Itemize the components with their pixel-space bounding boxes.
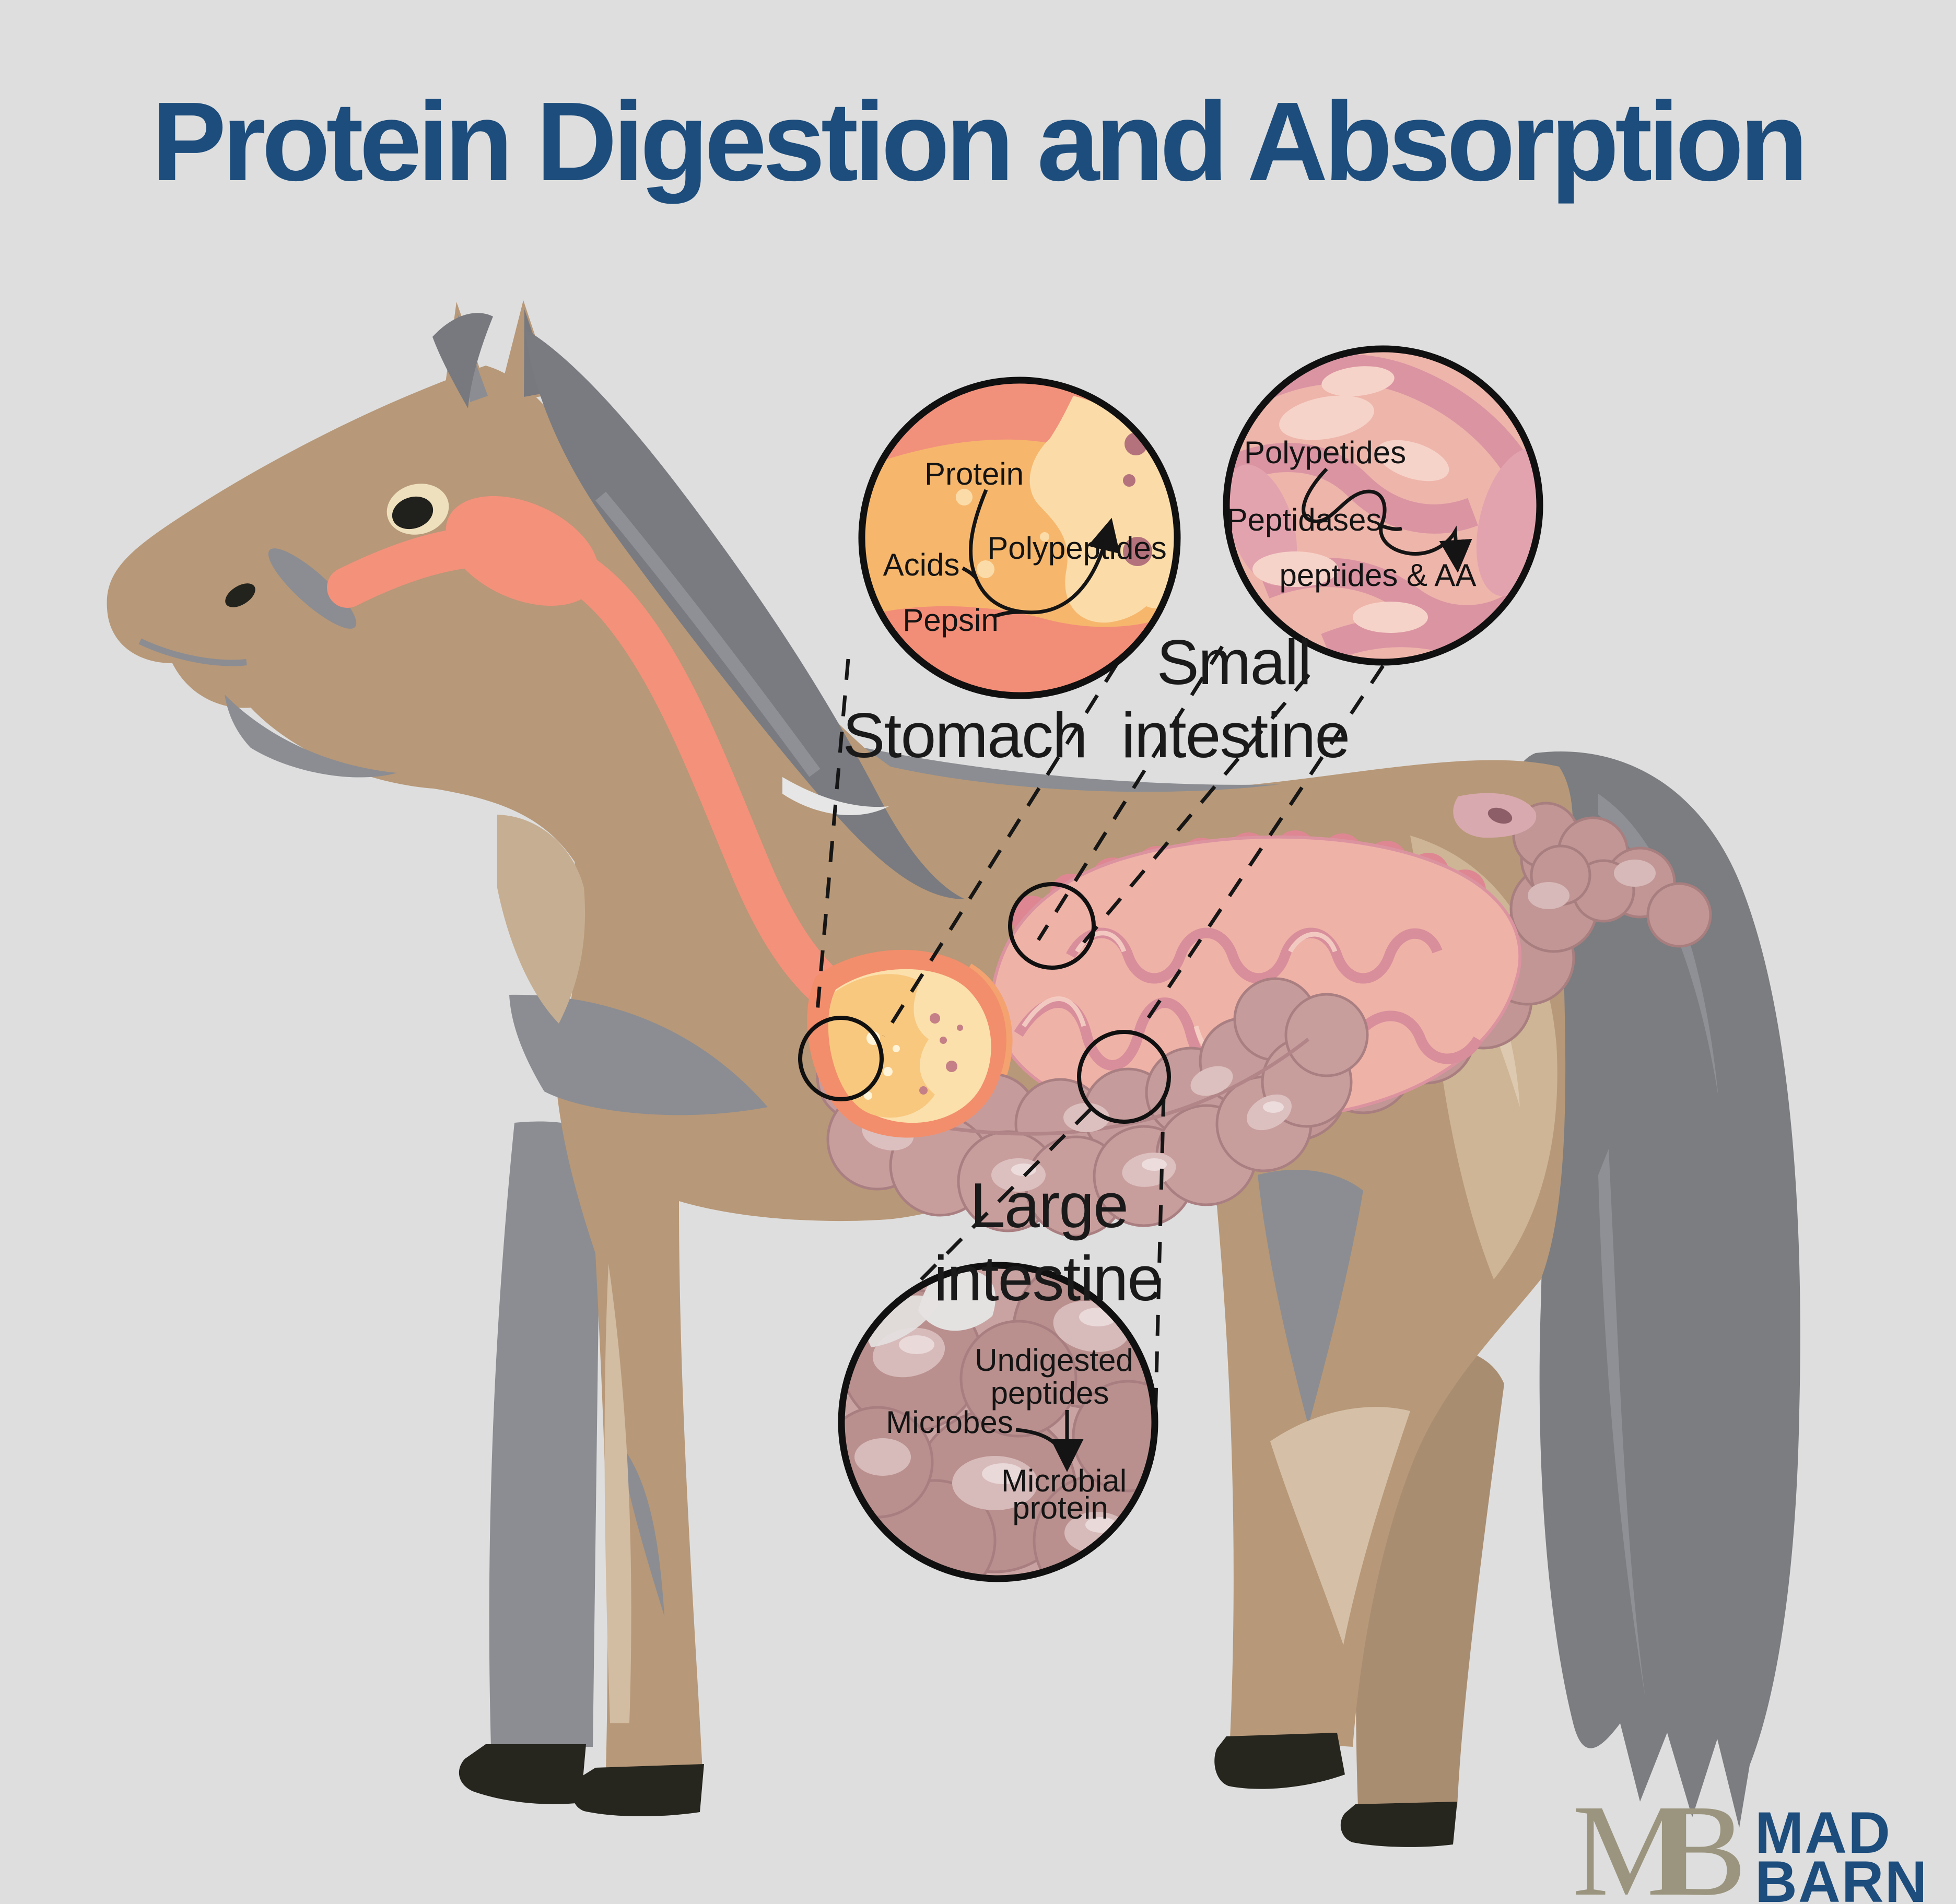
horse-far-front-hoof [459, 1744, 586, 1804]
large-microbial-label-line1: Microbial [1001, 1463, 1127, 1498]
horse-throat-highlight [497, 815, 585, 1024]
small-intestine-ring [1008, 882, 1096, 970]
callout-connectors [798, 645, 1385, 1420]
logo-name-line2: BARN [1755, 1849, 1928, 1904]
stomach-callout: Protein Acids Polypeptides Pepsin [858, 377, 1181, 699]
large-undigested-label-line1: Undigested [975, 1343, 1133, 1378]
horse-far-hind-hoof [1340, 1802, 1457, 1847]
large-intestine-callout-art [841, 1265, 1155, 1579]
horse-front-leg-shadow [619, 1441, 664, 1616]
small-intestine-connector-right [1081, 673, 1310, 946]
large-intestine-callout-outline [838, 1262, 1158, 1582]
large-intestine-ring [1077, 1030, 1171, 1124]
stomach-pepsin-label: Pepsin [903, 603, 998, 638]
large-microbial-label-line2: protein [1012, 1490, 1108, 1525]
horse-hind-leg-shadow [1258, 1170, 1363, 1426]
horse-far-front-leg [489, 1121, 601, 1747]
horse-nose-shadow [268, 548, 357, 629]
small-intestine-callout-art [1226, 354, 1540, 662]
small-intestine-flow-squiggle [1302, 467, 1472, 573]
large-microbes-label: Microbes [886, 1405, 1013, 1440]
logo-monogram: MB [1572, 1777, 1740, 1904]
stomach-connector-right [882, 663, 1118, 1037]
stomach-ring [798, 1016, 884, 1101]
horse-near-front-hoof [572, 1764, 704, 1817]
horse-eye [392, 496, 434, 530]
small-intestine-callout-outline [1223, 345, 1543, 666]
horse-near-hind-hoof [1214, 1733, 1345, 1789]
large-intestine-connector-left [906, 1108, 1092, 1295]
large-intestine-callout: Undigested peptides Microbes Microbial p… [838, 1262, 1158, 1582]
small-intestine-label-line2: intestine [1121, 700, 1349, 771]
large-intestine-connector-right [1153, 1095, 1166, 1420]
pepsin-tick [993, 610, 1023, 618]
stomach-polypeptides-label: Polypeptides [987, 531, 1167, 566]
logo-name-line1: MAD [1755, 1800, 1891, 1865]
horse-nostril [225, 583, 255, 607]
page-title: Protein Digestion and Absorption [151, 78, 1804, 204]
large-intestine-label-line2: intestine [934, 1243, 1162, 1314]
stomach-connector-left [815, 659, 850, 1018]
small-peptidases-label: Peptidases [1227, 502, 1382, 537]
horse-shoulder-shadow [509, 994, 768, 1115]
small-peptides-aa-label: peptides & AA [1280, 558, 1477, 593]
stomach-flow-curve [968, 489, 1120, 615]
small-polypetides-label: Polypetides [1244, 435, 1406, 470]
large-intestine-label-line1: Large [970, 1170, 1128, 1241]
large-undigested-label-line2: peptides [991, 1376, 1109, 1411]
stomach-label: Stomach [842, 700, 1086, 771]
horse-jaw-shadow [225, 695, 397, 778]
peptidases-tick [1379, 523, 1403, 531]
small-intestine-organ [963, 830, 1522, 1125]
mad-barn-logo: MB MAD BARN [1572, 1777, 1928, 1904]
stomach-acids-label: Acids [883, 547, 960, 582]
stomach-callout-outline [858, 377, 1181, 699]
horse-front-leg-highlight [604, 1264, 631, 1723]
horse-mane [525, 329, 1280, 899]
horse-hind-leg-highlight [1270, 1407, 1410, 1645]
stomach-protein-label: Protein [924, 456, 1024, 491]
small-intestine-callout: Polypetides Peptidases peptides & AA [1223, 345, 1543, 666]
acids-tick [962, 566, 977, 579]
microbes-curve [1015, 1428, 1068, 1458]
horse-mouth-line [138, 638, 247, 666]
horse-forelock [432, 313, 493, 408]
small-intestine-label-line1: Small [1156, 627, 1310, 698]
esophagus [327, 496, 864, 1021]
